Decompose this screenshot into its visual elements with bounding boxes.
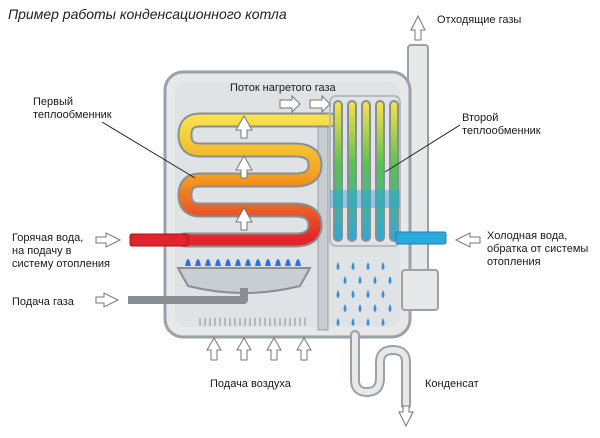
hot-water-outlet [129,233,189,247]
label-exhaust: Отходящие газы [437,14,522,26]
air-intake-grille [199,318,306,326]
gas-arrow [95,292,120,308]
flame [235,259,241,266]
cold-water-arrow [454,232,481,248]
water-drop [366,318,370,326]
exhaust-arrow [410,14,426,41]
label-hot-gas-flow: Поток нагретого газа [230,82,336,94]
label-air-supply: Подача воздуха [210,378,291,390]
water-drop [358,304,362,312]
condensate-drops [336,262,392,326]
label-hot-water: Горячая вода, на подачу в систему отопле… [12,232,110,270]
flame [185,259,191,266]
label-condensate: Конденсат [425,378,479,390]
water-drop [373,276,377,284]
air-arrow [236,337,252,361]
diagram-title: Пример работы конденсационного котла [8,6,287,22]
flame [215,259,221,266]
flame [255,259,261,266]
water-drop [366,262,370,270]
water-drop [343,304,347,312]
water-drop [336,290,340,298]
flame [195,259,201,266]
flame [275,259,281,266]
label-first-exchanger: Первый теплообменник [33,96,112,121]
water-drop [388,276,392,284]
flame [285,259,291,266]
burner-flames [185,259,301,266]
water-drop [351,290,355,298]
gas-pipe [128,288,248,304]
water-drop [388,304,392,312]
air-supply-arrows [206,337,312,361]
cold-water-inlet [395,231,447,245]
water-drop [336,262,340,270]
fan-housing [401,269,439,311]
air-arrow [296,337,312,361]
water-drop [381,290,385,298]
water-drop [351,318,355,326]
burner [176,267,312,294]
gas-flow-arrows [235,94,331,231]
water-drop [351,262,355,270]
hot-water-arrow [95,232,122,248]
water-drop [381,262,385,270]
flame [245,259,251,266]
air-arrow [206,337,222,361]
flame [205,259,211,266]
water-drop [373,304,377,312]
condensate-arrow [398,405,414,428]
flame [225,259,231,266]
label-second-exchanger: Второй теплообменник [462,112,541,137]
label-cold-water: Холодная вода, обратка от системы отопле… [487,230,589,268]
water-drop [343,276,347,284]
leader-lines [101,121,461,179]
water-drop [381,318,385,326]
water-drop [336,318,340,326]
label-gas-supply: Подача газа [12,296,74,308]
flame [265,259,271,266]
water-drop [358,276,362,284]
second-heat-exchanger [329,95,401,247]
flame [295,259,301,266]
first-heat-exchanger [177,112,338,248]
water-drop [366,290,370,298]
air-arrow [266,337,282,361]
